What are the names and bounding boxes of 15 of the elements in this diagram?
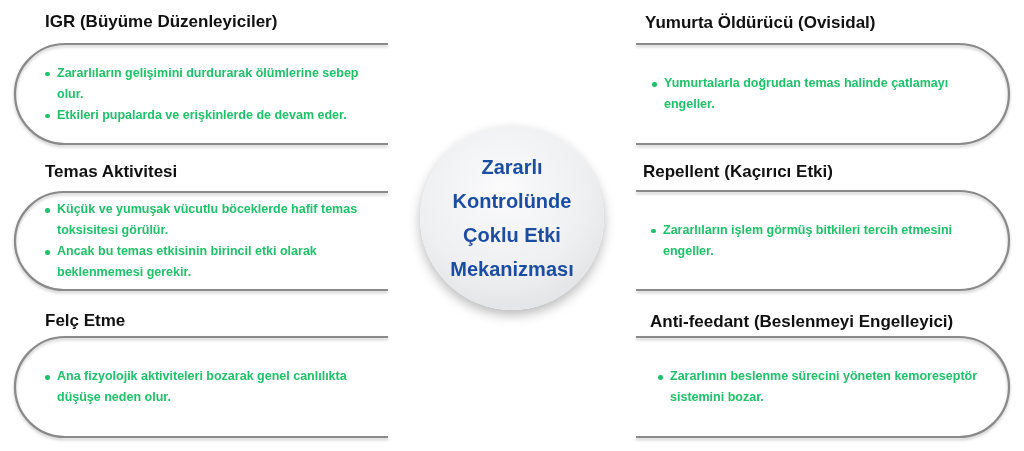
panel-heading: Repellent (Kaçırıcı Etki) (643, 161, 833, 183)
panel-heading: Yumurta Öldürücü (Ovisidal) (645, 12, 876, 34)
panel-heading: Felç Etme (45, 310, 126, 332)
bullet-text: Etkileri pupalarda ve erişkinlerde de devam eder. (45, 104, 385, 126)
panel-heading: Anti-feedant (Beslenmeyi Engelleyici) (650, 311, 954, 333)
bullet-text: Zararlıların gelişimini durdurarak ölümlerine sebep olur. (45, 62, 385, 105)
center-title: Zararlı Kontrolünde Çoklu Etki Mekanizması (449, 155, 575, 282)
bullet-text: Zararlıların işlem görmüş bitkileri tercih etmesini engeller. (651, 219, 991, 262)
bullet-text: Ana fizyolojik aktiviteleri bozarak genel canlılıkta düşüşe neden olur. (45, 366, 385, 408)
bullet-text: Zararlının beslenme sürecini yöneten kemoreseptör sistemini bozar. (658, 366, 998, 408)
panel-heading: Temas Aktivitesi (45, 161, 178, 183)
bullet-text: Ancak bu temas etkisinin birincil etki olarak beklenmemesi gerekir. (45, 241, 385, 283)
bullet-text: Yumurtalarla doğrudan temas halinde çatlamayı engeller. (652, 73, 992, 115)
panel-heading: IGR (Büyüme Düzenleyiciler) (45, 11, 278, 33)
bullet-text: Küçük ve yumuşak vücutlu böceklerde hafif temas toksisitesi görülür. (45, 199, 385, 241)
